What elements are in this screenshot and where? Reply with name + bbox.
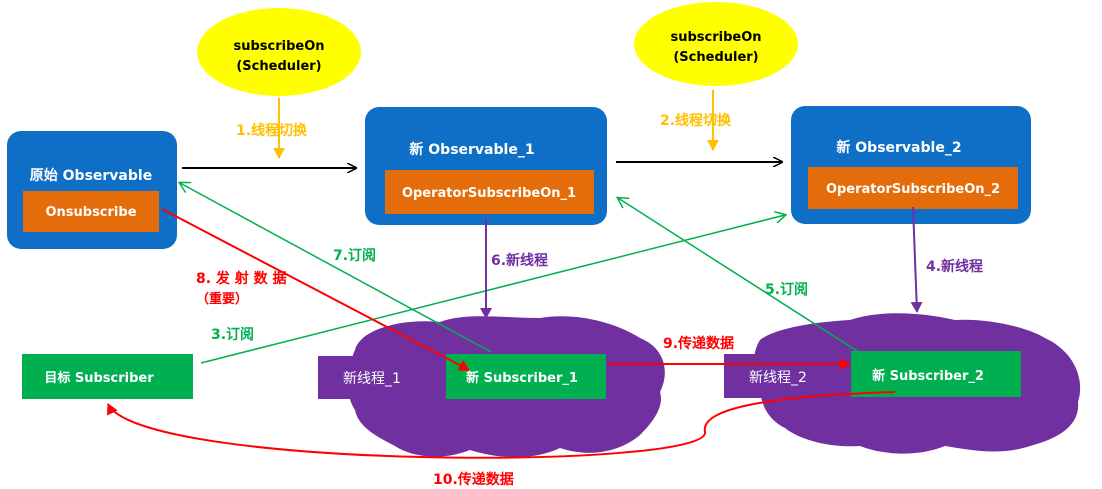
onsubscribe-label: Onsubscribe	[45, 205, 136, 220]
operator-subscribe-on-1-label: OperatorSubscribeOn_1	[402, 186, 576, 201]
operator-subscribe-on-2-label: OperatorSubscribeOn_2	[826, 182, 1000, 197]
emit-data-arrow-8	[161, 208, 470, 371]
observable-1-title: 新 Observable_1	[409, 141, 534, 158]
subscribe-arrow-5	[618, 198, 858, 352]
step-6-label: 6.新线程	[491, 252, 548, 269]
subscriber-1-box	[446, 354, 606, 399]
scheduler-ellipse-2-line1: subscribeOn	[670, 30, 761, 45]
step-4-label: 4.新线程	[926, 258, 983, 275]
observable-2-title: 新 Observable_2	[836, 139, 961, 156]
step-3-label: 3.订阅	[211, 326, 254, 343]
subscribe-arrow-3	[200, 215, 785, 364]
subscriber-1-label: 新 Subscriber_1	[466, 370, 578, 386]
target-subscriber-box	[22, 354, 193, 399]
step-7-label: 7.订阅	[333, 247, 376, 264]
operator-subscribe-on-1-box	[385, 170, 594, 214]
step-10-label: 10.传递数据	[433, 471, 514, 488]
thread-1-box	[318, 356, 450, 399]
origin-observable-title: 原始 Observable	[30, 167, 152, 184]
target-subscriber-label: 目标 Subscriber	[44, 370, 154, 386]
thread-1-label: 新线程_1	[343, 371, 401, 387]
thread-2-label: 新线程_2	[749, 370, 807, 386]
scheduler-ellipse-2-line2: (Scheduler)	[673, 50, 758, 65]
pass-data-arrow-10	[107, 391, 896, 459]
scheduler-ellipse-1-line2: (Scheduler)	[236, 59, 321, 74]
step-9-label: 9.传递数据	[663, 335, 734, 352]
step-1-label: 1.线程切换	[236, 122, 308, 139]
step-2-label: 2.线程切换	[660, 112, 732, 129]
subscriber-2-label: 新 Subscriber_2	[872, 368, 984, 384]
new-thread-arrow-4	[910, 206, 923, 313]
onsubscribe-box	[23, 191, 159, 232]
step-5-label: 5.订阅	[765, 281, 808, 298]
scheduler-ellipse-1	[197, 8, 361, 96]
subscriber-2-box	[851, 351, 1021, 397]
subscribe-arrow-7	[180, 183, 492, 353]
scheduler-ellipse-1-line1: subscribeOn	[233, 39, 324, 54]
step-8-label: 8. 发 射 数 据	[196, 270, 287, 287]
scheduler-ellipse-2	[634, 2, 798, 86]
operator-subscribe-on-2-box	[808, 167, 1018, 209]
step-8-sublabel: （重要）	[196, 291, 248, 307]
thread-2-box	[724, 354, 858, 398]
